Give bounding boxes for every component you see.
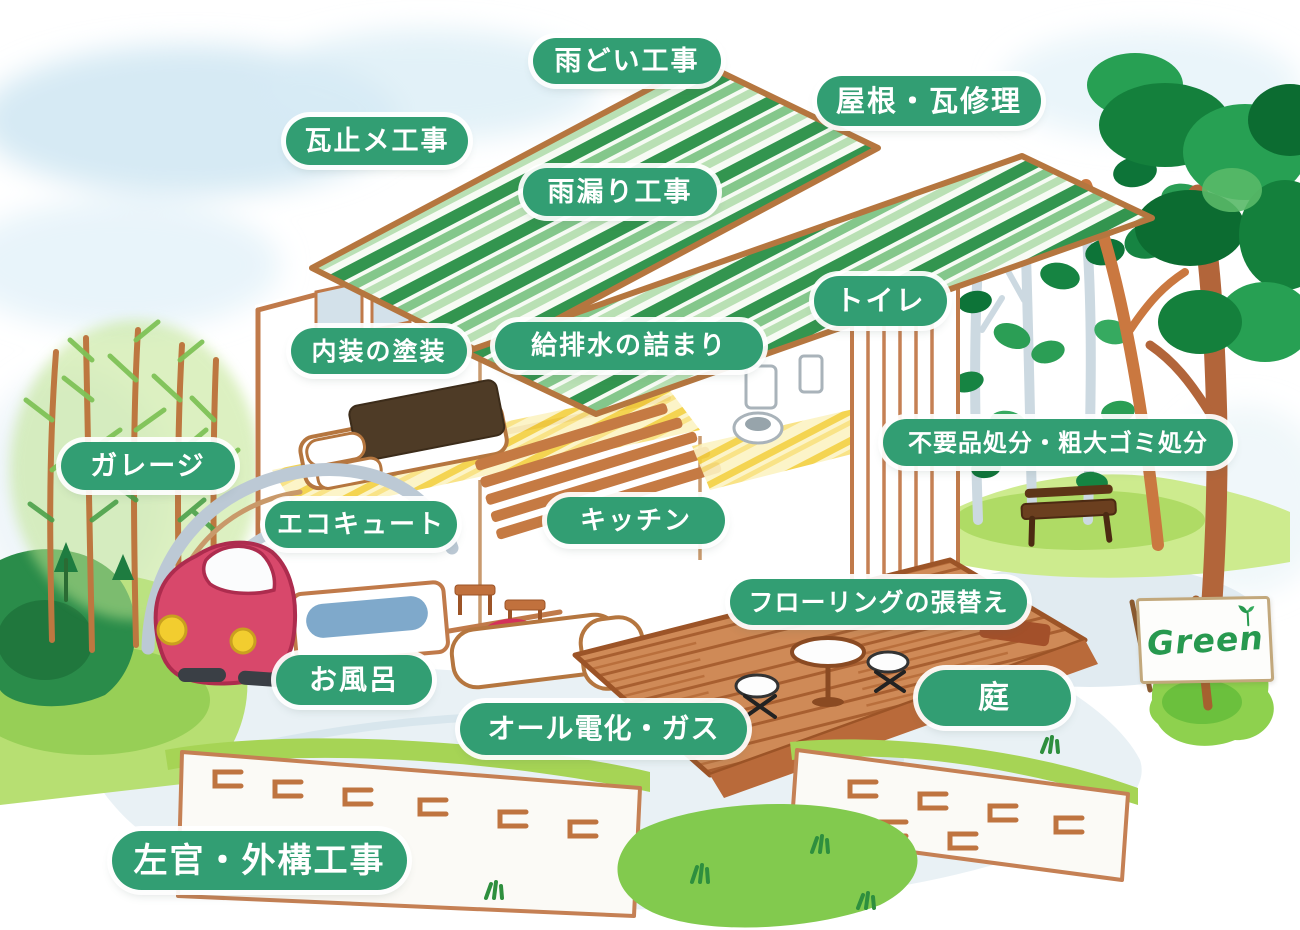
car [153, 540, 298, 688]
label-ecocute: エコキュート [265, 501, 457, 548]
label-bath: お風呂 [276, 655, 432, 705]
label-toilet: トイレ [814, 276, 947, 326]
label-tile-fastening-work: 瓦止メ工事 [286, 117, 468, 165]
label-garage: ガレージ [61, 442, 235, 490]
label-rain-leak-repair: 雨漏り工事 [523, 168, 717, 216]
sprout-icon [1238, 605, 1255, 627]
bistro-set [734, 636, 910, 719]
bench [1020, 484, 1117, 547]
label-plastering-exterior-work: 左官・外構工事 [112, 831, 407, 890]
label-interior-painting: 内装の塗装 [291, 328, 467, 374]
label-garden: 庭 [918, 670, 1071, 726]
label-junk-disposal: 不要品処分・粗大ゴミ処分 [883, 419, 1233, 466]
label-plumbing-clogs: 給排水の詰まり [495, 322, 763, 370]
label-all-electric-gas: オール電化・ガス [460, 703, 747, 755]
bathtub [290, 580, 450, 666]
label-rain-gutter-work: 雨どい工事 [533, 38, 721, 84]
center-grass [484, 735, 1060, 928]
label-roof-tile-repair: 屋根・瓦修理 [817, 76, 1041, 126]
label-flooring-replacement: フローリングの張替え [730, 579, 1027, 625]
toilet-fixtures [732, 354, 824, 445]
green-signboard: Green [1135, 595, 1275, 685]
label-kitchen: キッチン [547, 497, 725, 544]
